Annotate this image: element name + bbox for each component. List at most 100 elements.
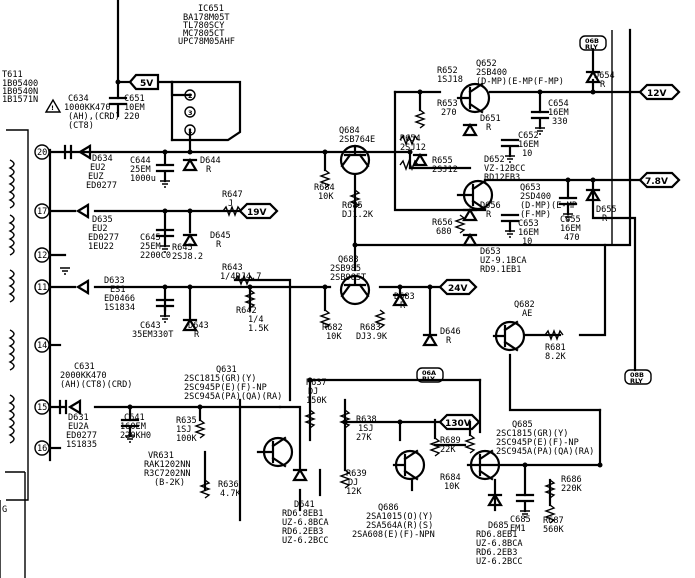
svg-text:R685: R685 <box>342 201 363 211</box>
svg-text:12V: 12V <box>647 89 667 99</box>
transformer-coils <box>8 159 15 444</box>
svg-text:35EM330T: 35EM330T <box>132 330 173 340</box>
svg-text:R: R <box>602 214 608 224</box>
svg-text:08B: 08B <box>630 371 644 379</box>
svg-text:R635: R635 <box>176 416 197 426</box>
capacitors <box>58 96 578 513</box>
ic651-part-4: UPC78M05AHF <box>178 37 235 47</box>
svg-text:06B: 06B <box>585 37 599 45</box>
svg-text:(AH),(CRD): (AH),(CRD) <box>68 112 120 122</box>
svg-text:D635: D635 <box>92 215 113 225</box>
svg-text:220KH0: 220KH0 <box>120 431 151 441</box>
svg-text:(CT8): (CT8) <box>68 121 94 131</box>
svg-text:C653: C653 <box>518 219 539 229</box>
svg-text:ED0277: ED0277 <box>88 233 119 243</box>
cap-c653 <box>500 213 520 233</box>
diode-d641 <box>292 467 308 482</box>
svg-text:R684: R684 <box>440 473 461 483</box>
ground-symbols <box>60 127 573 518</box>
transistor-q631 <box>256 436 294 468</box>
svg-text:R: R <box>400 301 406 311</box>
svg-text:10K: 10K <box>326 332 342 342</box>
svg-text:J: J <box>228 199 233 209</box>
svg-text:10K: 10K <box>444 482 460 492</box>
svg-text:16EM: 16EM <box>548 108 569 118</box>
svg-text:3: 3 <box>188 109 193 117</box>
svg-text:Q682: Q682 <box>514 300 535 310</box>
diode-d655 <box>585 187 601 202</box>
svg-text:R3C7202NN: R3C7202NN <box>144 469 191 479</box>
svg-text:25EM: 25EM <box>130 165 151 175</box>
svg-text:ED0277: ED0277 <box>86 181 117 191</box>
svg-text:R639: R639 <box>346 469 367 479</box>
svg-text:R686: R686 <box>561 475 582 485</box>
svg-text:16: 16 <box>37 444 47 454</box>
svg-text:1SJ18: 1SJ18 <box>437 75 463 85</box>
svg-text:2SC945A(PA)(QA)(RA): 2SC945A(PA)(QA)(RA) <box>496 447 594 457</box>
cap-c643 <box>155 298 175 318</box>
cap-c654 <box>530 110 550 130</box>
svg-text:EUZ: EUZ <box>88 172 104 182</box>
ic651: IC651 BA178M05T TL780SCY MC7805CT UPC78M… <box>178 4 235 136</box>
svg-text:16EM: 16EM <box>518 228 539 238</box>
cap-c634 <box>63 144 73 160</box>
svg-text:2SJ12: 2SJ12 <box>400 143 426 153</box>
svg-text:12: 12 <box>37 251 47 261</box>
transformer-pin-12: 12 <box>34 247 50 263</box>
svg-text:1S1834: 1S1834 <box>104 303 135 313</box>
svg-text:UZ-6.8BCA: UZ-6.8BCA <box>282 518 329 528</box>
svg-text:DJ3.9K: DJ3.9K <box>356 332 388 342</box>
ic651-part-3: MC7805CT <box>183 29 224 39</box>
svg-text:160EM: 160EM <box>120 422 146 432</box>
svg-text:RLY: RLY <box>422 375 435 383</box>
junction-dots <box>115 79 603 468</box>
svg-text:20: 20 <box>37 148 47 158</box>
svg-text:(B-2K): (B-2K) <box>154 478 185 488</box>
svg-text:R652: R652 <box>437 66 458 76</box>
transistor-q686 <box>392 449 426 481</box>
cap-c655 <box>558 196 578 216</box>
ic651-pin-2: 2 <box>184 89 196 101</box>
svg-text:1SJ: 1SJ <box>176 425 192 435</box>
svg-text:(AH)(CT8)(CRD): (AH)(CT8)(CRD) <box>60 380 132 390</box>
svg-text:D653: D653 <box>480 247 501 257</box>
svg-text:1SJ: 1SJ <box>358 424 374 434</box>
ic651-name: IC651 <box>198 4 224 14</box>
svg-text:2SB764E: 2SB764E <box>339 135 375 145</box>
svg-text:D655: D655 <box>596 205 617 215</box>
svg-text:4.7K: 4.7K <box>220 489 242 499</box>
transistor-q684 <box>339 144 371 176</box>
transformer-pin-17: 17 <box>34 203 50 219</box>
svg-text:R: R <box>206 165 212 175</box>
svg-text:2SA564A(R)(S): 2SA564A(R)(S) <box>366 521 433 531</box>
svg-text:2SC945A(PA)(QA)(RA): 2SC945A(PA)(QA)(RA) <box>184 392 282 402</box>
svg-text:D643: D643 <box>188 321 209 331</box>
svg-text:560K: 560K <box>543 525 565 535</box>
label-q631: Q6312SC1815(GR)(Y)2SC945P(E)(F)-NP2SC945… <box>184 365 282 402</box>
svg-text:Q684: Q684 <box>339 126 360 136</box>
cap-c685 <box>515 493 535 513</box>
svg-text:24V: 24V <box>448 284 468 294</box>
svg-text:EU2: EU2 <box>92 224 108 234</box>
